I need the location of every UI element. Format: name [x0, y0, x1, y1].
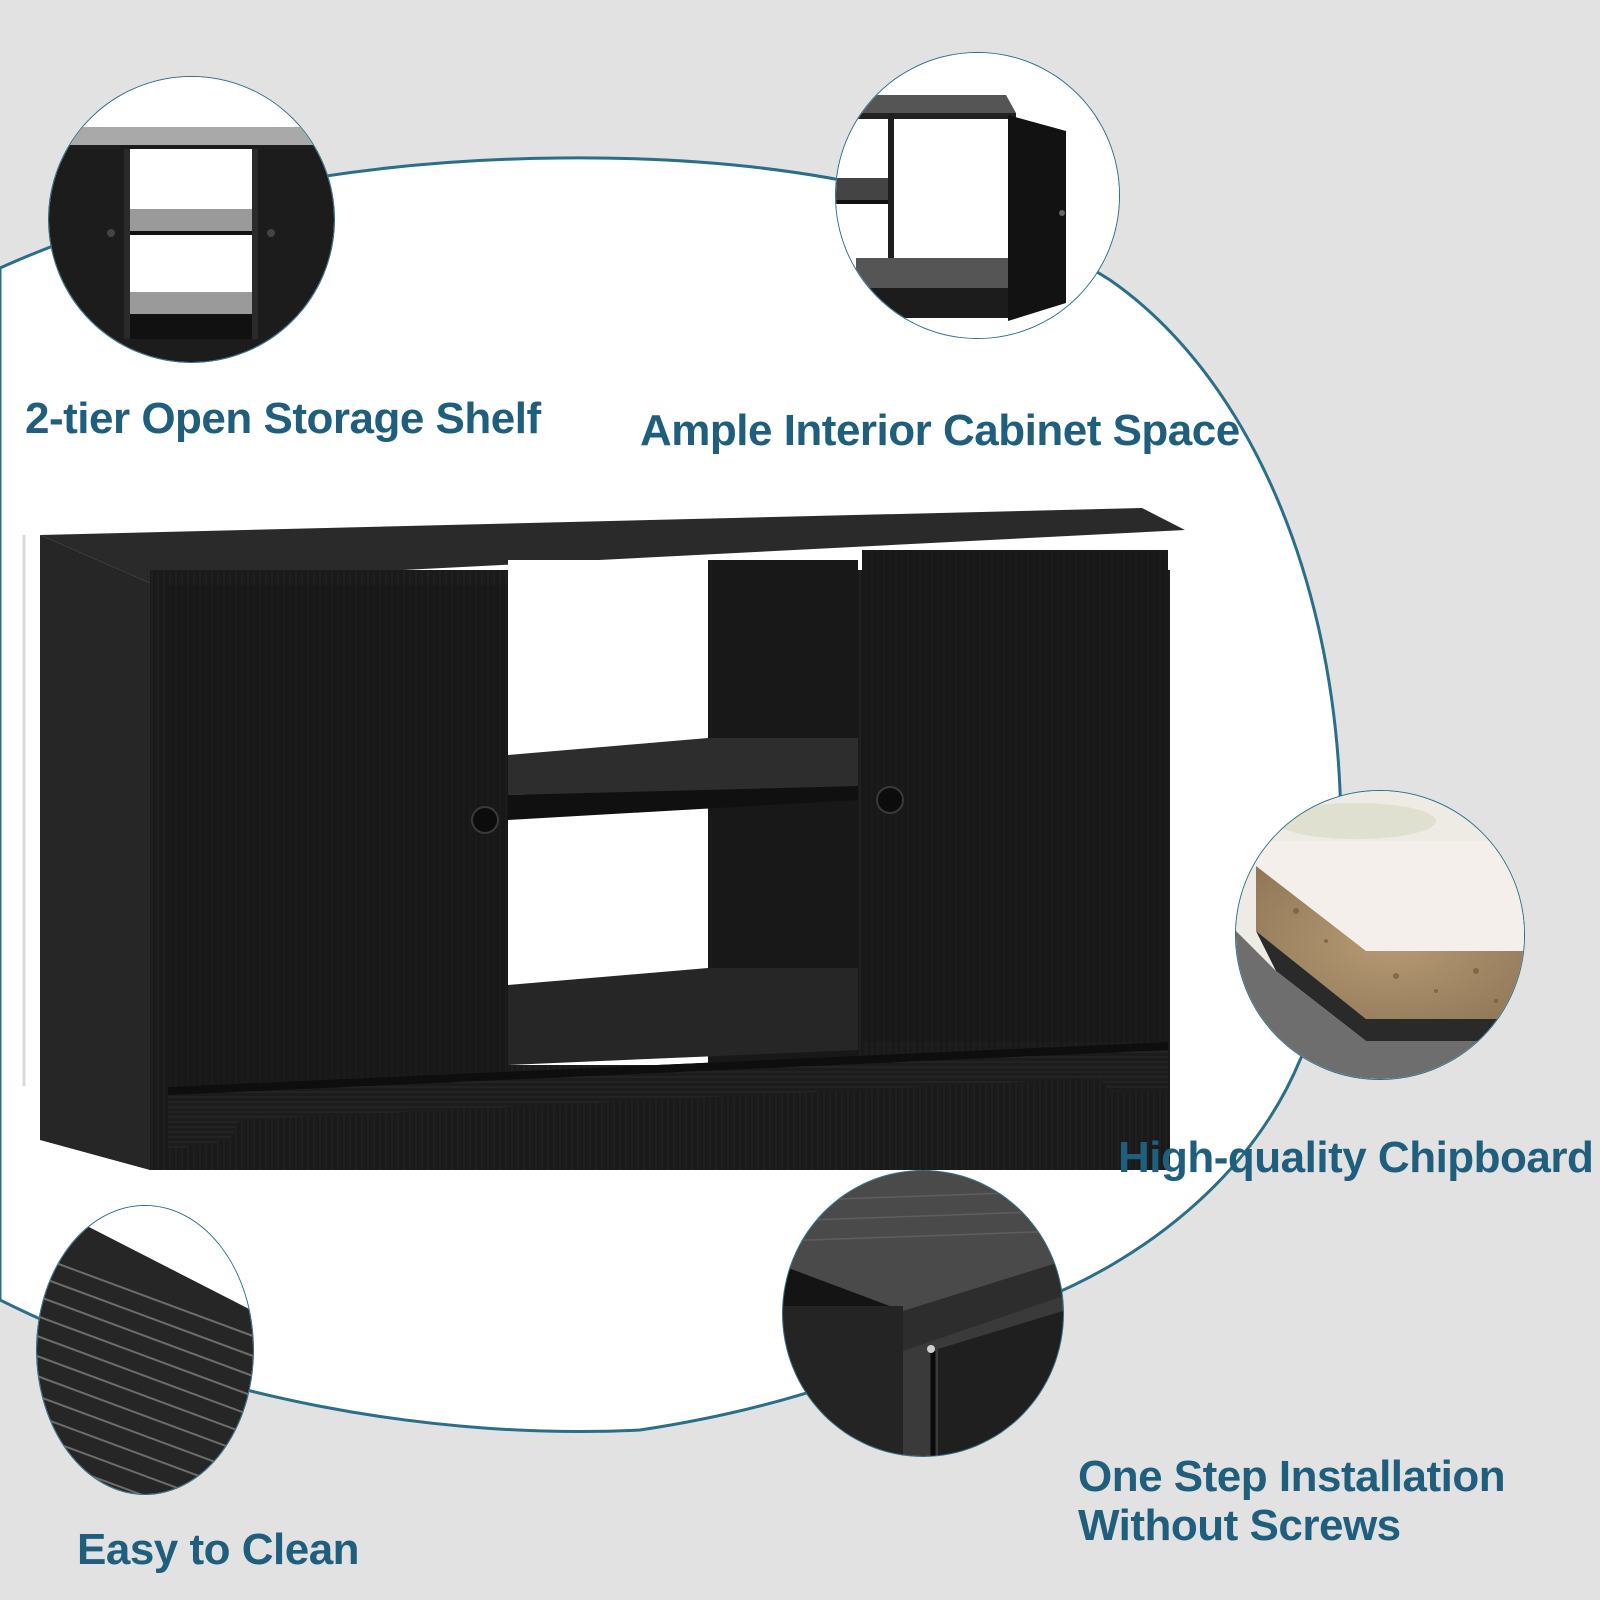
- open-shelf-closeup-icon: [49, 77, 334, 362]
- corner-joint-closeup-icon: [783, 1171, 1063, 1456]
- feature-cabinet-space-image: [835, 52, 1120, 339]
- feature-installation-image: [782, 1170, 1064, 1457]
- feature-easy-clean-image: [36, 1205, 254, 1495]
- feature-open-shelf-label: 2-tier Open Storage Shelf: [25, 394, 541, 443]
- open-door-closeup-icon: [836, 53, 1119, 338]
- feature-installation-label-line2: Without Screws: [1078, 1501, 1401, 1551]
- feature-chipboard-image: [1235, 790, 1525, 1080]
- chipboard-edge-closeup-icon: [1236, 791, 1524, 1079]
- feature-open-shelf-image: [48, 76, 335, 363]
- feature-installation-label-line1: One Step Installation: [1078, 1452, 1506, 1501]
- wood-grain-closeup-icon: [37, 1206, 253, 1494]
- feature-installation-label: One Step Installation Without Screws: [1078, 1452, 1506, 1551]
- feature-chipboard-label: High-quality Chipboard: [1118, 1133, 1594, 1182]
- feature-cabinet-space-label: Ample Interior Cabinet Space: [640, 406, 1240, 455]
- feature-easy-clean-label: Easy to Clean: [77, 1525, 360, 1574]
